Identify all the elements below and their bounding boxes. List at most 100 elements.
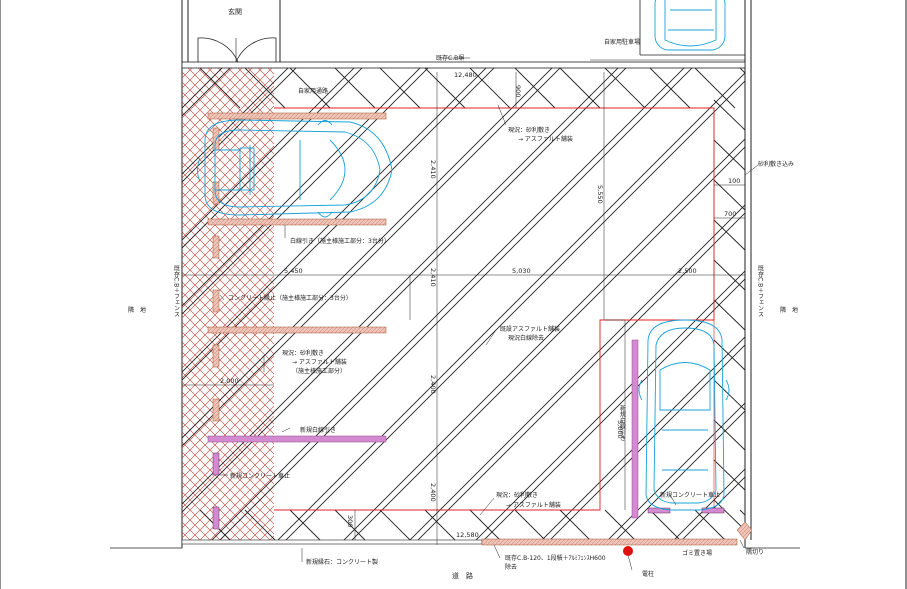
label-current-gravel-mid: 現況：砂利敷き [282,349,324,357]
bottom-strip-diagonal [244,509,276,540]
paving-diagonal [653,68,745,540]
label-new-concrete-stop-right: 新規コンクリート車止 [660,491,720,499]
right-strip-diagonal [713,379,745,411]
label-new-curb: 新規縁石：コンクリート製 [306,558,378,566]
dim-700: 700 [724,210,736,218]
bottom-strip-diagonal [559,509,591,540]
paving-diagonal [182,68,297,540]
paving-diagonal [397,68,745,540]
dim-5000: 5,000 [616,420,624,439]
dim-100: 100 [728,177,740,185]
right-strip-diagonal [713,459,745,491]
label-gravel-bottom: 現況：砂利敷き [496,491,538,499]
dim-top-width: 12,480 [454,71,477,79]
label-new-concrete-stop: 新規コンクリート車止 [230,472,290,480]
paving-diagonal [786,60,907,560]
paving-diagonal [521,68,745,540]
paving-diagonal [265,68,745,540]
dim-5030: 5,030 [512,267,531,275]
corner-cut [736,521,753,541]
label-neighbor-right: 隣 地 [780,306,798,314]
concrete-wheel-stop [212,181,220,205]
label-concrete-stop: コンクリート縁止（施主様施工部分：3台分） [228,294,352,302]
dim-5450: 5,450 [284,267,303,275]
top-strip-diagonal [379,68,421,109]
dim-5550: 5,550 [596,185,604,204]
paving-diagonal [331,68,745,540]
paving-diagonal [587,68,745,540]
dim-2000: 2,000 [220,377,239,385]
paving-diagonal [182,68,495,540]
dim-2410-b: 2,410 [429,268,437,287]
paving-diagonal [191,68,693,540]
new-concrete-stop-right-a [647,507,671,514]
top-strip-diagonal [469,68,511,109]
top-strip-diagonal [244,68,286,109]
dim-bottom-width: 12,580 [456,531,479,539]
paving-diagonal [0,60,40,560]
top-strip-diagonal [289,68,331,109]
paving-diagonal [182,68,363,540]
label-to-asphalt-bottom: → アスファルト舗装 [506,501,561,509]
label-fence-left: 既存C.B＋フェンス [173,265,180,317]
label-own-parking: 自家用駐車場 [604,38,640,46]
label-existing-cb-remove-1: 既存C.B-120、1段積＋ｱﾙﾐﾌｪﾝｽH600 [505,554,606,562]
label-to-asphalt-mid: → アスファルト舗装 [292,358,347,366]
label-neighbor-left: 隣 地 [128,306,146,314]
top-strip-diagonal [694,68,736,109]
label-new-white-line: 新規白線引き [300,426,336,434]
paving-diagonal [860,60,907,560]
top-strip-diagonal [739,68,745,109]
dimension-lines [182,72,745,545]
dim-2410-a: 2,410 [429,160,437,179]
concrete-wheel-stop [212,398,220,422]
top-strip-diagonal [649,68,691,109]
paving-diagonal [0,60,32,560]
label-existing-asphalt: 既設アスファルト舗装 [500,325,560,333]
label-fence-right: 既存C.B＋フェンス [757,265,764,317]
concrete-wheel-stop [212,506,220,530]
label-existing-cb: 既存C.B塀 [436,54,464,62]
paving-diagonal [182,68,627,540]
bottom-strip-diagonal [289,509,321,540]
white-line-strip [207,435,387,443]
new-concrete-stop-right-b [701,507,725,514]
label-existing-cb-remove-2: 除去 [505,563,517,571]
paving-diagonal [323,68,745,540]
paving-diagonal [182,68,569,540]
concrete-wheel-stop [212,344,220,368]
paving-diagonal [529,68,745,540]
hatch-area [182,68,274,540]
paving-diagonal [257,68,745,540]
label-remove-white: 現況白線除去 [508,334,544,342]
label-new-white-line-vertical: 新規白線引き [619,404,626,441]
white-line-strip [207,112,387,120]
bottom-strip-diagonal [785,510,815,540]
paving-diagonal [182,68,437,540]
bottom-strip-diagonal [649,509,681,540]
paving-outline [274,107,715,511]
label-entrance: 玄関 [228,7,242,16]
paving-diagonal [455,68,745,540]
top-strip-diagonal [559,68,601,109]
label-white-line: 白線引き（施主様施工部分：3台分） [290,237,390,245]
paving-diagonal [182,68,305,540]
paving-diagonal [182,68,503,540]
bottom-strip-diagonal [334,509,366,540]
label-garbage: ゴミ置き場 [682,549,712,557]
right-strip-diagonal [713,99,745,131]
right-strip-diagonal [713,139,745,171]
utility-pole-icon [623,546,633,556]
bottom-strip-diagonal [469,509,501,540]
label-own-path: 自家用通路 [298,87,328,95]
dim-900: 900 [514,85,522,97]
top-strip-diagonal [424,68,466,109]
paving-diagonal [852,60,907,560]
paving-diagonal [182,68,561,540]
paving-diagonal [794,60,907,560]
paving-diagonal [389,68,745,540]
top-strip-diagonal [514,68,556,109]
concrete-wheel-stop [212,452,220,476]
car-left-icon [197,119,393,218]
